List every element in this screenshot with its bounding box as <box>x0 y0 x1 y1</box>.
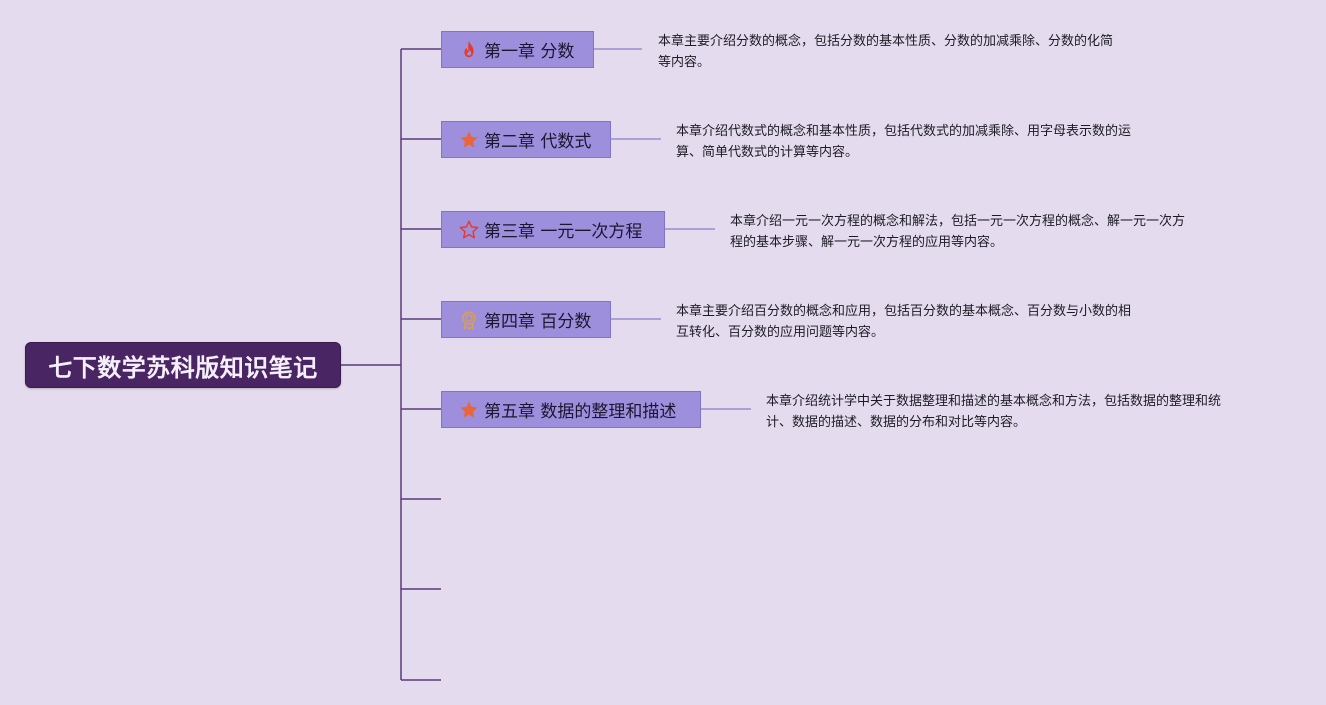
chapter-desc-2-line-1: 本章介绍代数式的概念和基本性质，包括代数式的加减乘除、用字母表示数的运 <box>676 124 1132 139</box>
root-topic[interactable]: 七下数学苏科版知识笔记 <box>25 342 341 388</box>
chapter-desc-4-line-1: 本章主要介绍百分数的概念和应用，包括百分数的基本概念、百分数与小数的相 <box>676 304 1132 319</box>
chapter-node-1[interactable]: 第一章 分数 <box>441 31 594 68</box>
chapter-desc-2-line-2: 算、简单代数式的计算等内容。 <box>676 145 859 160</box>
chapter-desc-4-line-2: 互转化、百分数的应用问题等内容。 <box>676 325 885 340</box>
chapter-desc-1-line-1: 本章主要介绍分数的概念，包括分数的基本性质、分数的加减乘除、分数的化简 <box>658 34 1114 49</box>
chapter-desc-3-line-1: 本章介绍一元一次方程的概念和解法，包括一元一次方程的概念、解一元一次方 <box>730 214 1186 229</box>
chapter-label-3: 第三章 一元一次方程 <box>484 222 643 242</box>
star-filled-icon <box>458 129 480 151</box>
chapter-node-5[interactable]: 第五章 数据的整理和描述 <box>441 391 701 428</box>
star-outline-icon <box>458 219 480 241</box>
fire-icon <box>458 39 480 61</box>
chapter-desc-3-line-2: 程的基本步骤、解一元一次方程的应用等内容。 <box>730 235 1004 250</box>
chapter-node-3[interactable]: 第三章 一元一次方程 <box>441 211 665 248</box>
chapter-node-2[interactable]: 第二章 代数式 <box>441 121 611 158</box>
chapter-desc-5-line-2: 计、数据的描述、数据的分布和对比等内容。 <box>766 415 1027 430</box>
chapter-desc-1: 本章主要介绍分数的概念，包括分数的基本性质、分数的加减乘除、分数的化简 等内容。 <box>658 31 1178 73</box>
chapter-label-5: 第五章 数据的整理和描述 <box>484 402 677 422</box>
chapter-desc-4: 本章主要介绍百分数的概念和应用，包括百分数的基本概念、百分数与小数的相 互转化、… <box>676 301 1196 343</box>
star-filled-icon <box>458 399 480 421</box>
chapter-label-1: 第一章 分数 <box>484 42 575 62</box>
chapter-label-2: 第二章 代数式 <box>484 132 592 152</box>
chapter-node-4[interactable]: 第四章 百分数 <box>441 301 611 338</box>
chapter-desc-2: 本章介绍代数式的概念和基本性质，包括代数式的加减乘除、用字母表示数的运 算、简单… <box>676 121 1196 163</box>
chapter-desc-3: 本章介绍一元一次方程的概念和解法，包括一元一次方程的概念、解一元一次方 程的基本… <box>730 211 1250 253</box>
chapter-label-4: 第四章 百分数 <box>484 312 592 332</box>
medal-icon <box>458 309 480 331</box>
chapter-desc-5-line-1: 本章介绍统计学中关于数据整理和描述的基本概念和方法，包括数据的整理和统 <box>766 394 1222 409</box>
chapter-desc-1-line-2: 等内容。 <box>658 55 711 70</box>
chapter-desc-5: 本章介绍统计学中关于数据整理和描述的基本概念和方法，包括数据的整理和统 计、数据… <box>766 391 1286 433</box>
